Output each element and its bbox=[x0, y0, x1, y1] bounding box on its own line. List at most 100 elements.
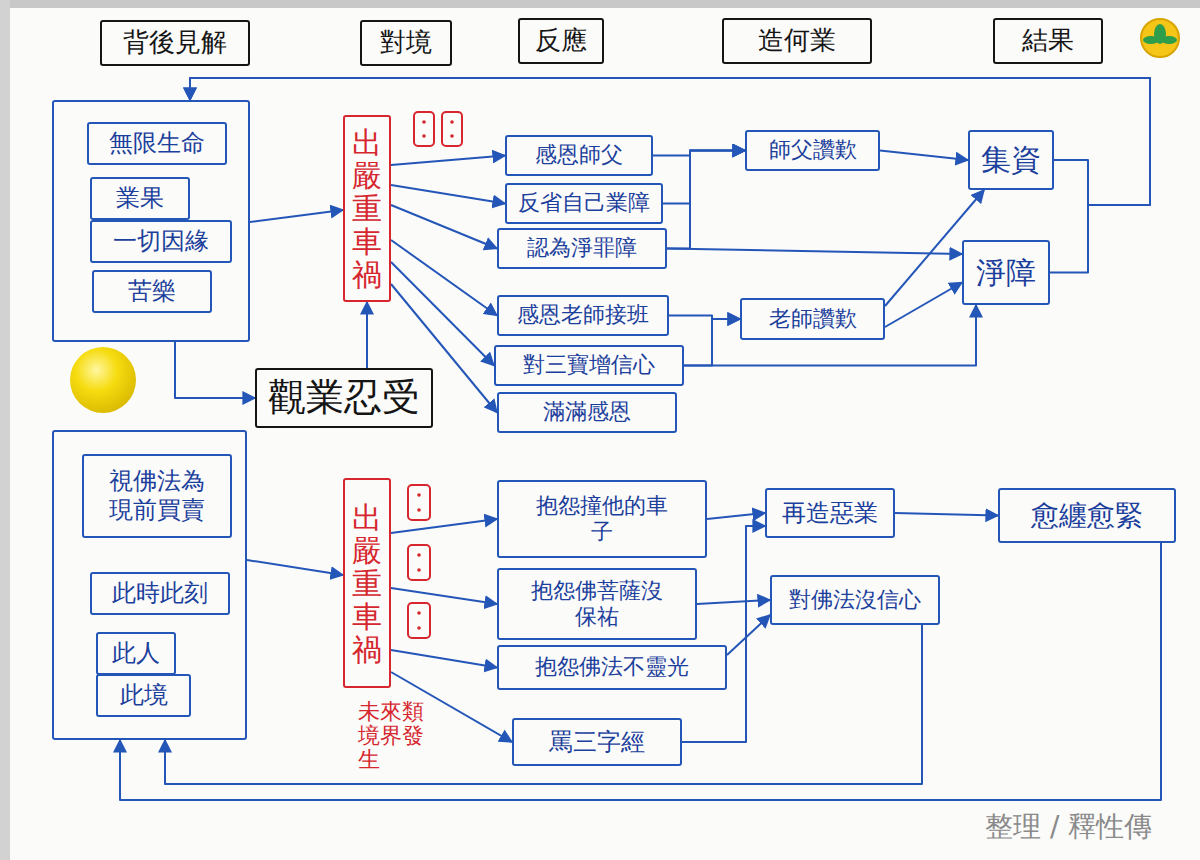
magnet bbox=[70, 347, 136, 413]
view-box: 苦樂 bbox=[92, 270, 212, 313]
node-text: 此境 bbox=[120, 681, 168, 710]
logo-petal bbox=[1143, 36, 1159, 44]
red-note: 未來類境界發生 bbox=[358, 700, 431, 773]
connector bbox=[120, 543, 1161, 800]
connector bbox=[707, 513, 765, 519]
node-text: 抱怨撞他的車子 bbox=[533, 493, 672, 546]
board-frame bbox=[0, 0, 10, 860]
red-dot bbox=[417, 508, 421, 512]
view-box: 此人 bbox=[96, 632, 176, 675]
node-text: 對三寶增信心 bbox=[523, 352, 655, 378]
node-text: 出嚴重車禍 bbox=[352, 126, 382, 291]
event-box: 出嚴重車禍 bbox=[343, 478, 391, 688]
node-text: 感恩師父 bbox=[535, 142, 623, 168]
node-text: 視佛法為現前買賣 bbox=[105, 467, 208, 525]
connector bbox=[391, 185, 505, 204]
node-text: 對佛法沒信心 bbox=[789, 587, 921, 613]
column-header: 造何業 bbox=[722, 18, 872, 64]
practice-box: 觀業忍受 bbox=[255, 368, 433, 428]
node-text: 對境 bbox=[380, 27, 432, 58]
reaction-box: 抱怨佛法不靈光 bbox=[497, 645, 727, 690]
red-mark bbox=[408, 603, 430, 638]
result-box: 淨障 bbox=[962, 240, 1050, 305]
node-text: 觀業忍受 bbox=[268, 375, 420, 421]
karma-box: 對佛法沒信心 bbox=[770, 575, 940, 625]
connector bbox=[727, 615, 770, 655]
node-text: 結果 bbox=[1022, 25, 1074, 56]
connector bbox=[667, 249, 962, 255]
reaction-box: 感恩老師接班 bbox=[497, 295, 669, 336]
connector bbox=[165, 625, 922, 784]
connector bbox=[667, 151, 745, 249]
red-dot bbox=[450, 120, 454, 124]
node-text: 老師讚歎 bbox=[769, 306, 857, 332]
column-header: 背後見解 bbox=[100, 20, 250, 66]
karma-box: 再造惡業 bbox=[765, 488, 895, 538]
node-text: 背後見解 bbox=[123, 27, 227, 58]
connector bbox=[391, 519, 497, 533]
red-dot bbox=[422, 120, 426, 124]
view-box: 無限生命 bbox=[87, 122, 227, 165]
view-group-box: 視佛法為現前買賣此時此刻此人此境 bbox=[52, 430, 247, 740]
view-box: 此時此刻 bbox=[90, 572, 230, 615]
connector bbox=[684, 319, 740, 366]
result-box: 集資 bbox=[968, 130, 1054, 190]
node-text: 淨障 bbox=[976, 255, 1036, 291]
node-text: 業果 bbox=[116, 184, 164, 213]
red-dot bbox=[417, 568, 421, 572]
karma-box: 老師讚歎 bbox=[740, 298, 885, 340]
watermark: 整理 / 釋性傳 bbox=[985, 812, 1152, 843]
red-dot bbox=[417, 611, 421, 615]
node-text: 出嚴重車禍 bbox=[352, 501, 382, 666]
reaction-box: 罵三字經 bbox=[512, 718, 682, 766]
node-text: 造何業 bbox=[758, 25, 836, 56]
connector bbox=[885, 283, 962, 328]
node-text: 一切因緣 bbox=[113, 227, 209, 256]
node-text: 愈纏愈緊 bbox=[1031, 499, 1143, 533]
view-box: 業果 bbox=[90, 177, 190, 220]
red-dot bbox=[417, 493, 421, 497]
view-group-box: 無限生命業果一切因緣苦樂 bbox=[52, 100, 250, 342]
connector bbox=[391, 650, 497, 668]
view-box: 一切因緣 bbox=[90, 220, 232, 263]
connector bbox=[880, 151, 968, 161]
board-frame bbox=[0, 0, 1200, 8]
connector bbox=[391, 262, 494, 366]
node-text: 滿滿感恩 bbox=[543, 399, 631, 425]
event-box: 出嚴重車禍 bbox=[343, 115, 391, 302]
connector bbox=[663, 151, 745, 204]
red-mark bbox=[408, 545, 430, 580]
red-dot bbox=[422, 134, 426, 138]
reaction-box: 感恩師父 bbox=[505, 135, 653, 176]
karma-box: 師父讚歎 bbox=[745, 130, 880, 171]
node-text: 感恩老師接班 bbox=[517, 302, 649, 328]
reaction-box: 對三寶增信心 bbox=[494, 345, 684, 386]
node-text: 認為淨罪障 bbox=[527, 235, 637, 261]
logo-disc bbox=[1141, 19, 1179, 57]
reaction-box: 滿滿感恩 bbox=[497, 392, 677, 433]
red-mark bbox=[442, 112, 462, 146]
connector bbox=[391, 156, 505, 166]
connector bbox=[366, 302, 368, 368]
reaction-box: 反省自己業障 bbox=[505, 183, 663, 224]
red-dot bbox=[417, 626, 421, 630]
node-text: 抱怨佛法不靈光 bbox=[535, 654, 689, 680]
result-box: 愈纏愈緊 bbox=[998, 488, 1176, 543]
logo-petal bbox=[1161, 36, 1177, 44]
node-text: 反應 bbox=[535, 25, 587, 56]
connector bbox=[250, 210, 343, 222]
logo bbox=[1141, 19, 1179, 57]
node-text: 無限生命 bbox=[109, 129, 205, 158]
column-header: 結果 bbox=[993, 18, 1103, 64]
connector bbox=[697, 600, 770, 604]
connector bbox=[247, 560, 343, 575]
reaction-box: 認為淨罪障 bbox=[497, 228, 667, 269]
node-text: 集資 bbox=[981, 142, 1041, 178]
connector bbox=[391, 205, 497, 249]
view-box: 視佛法為現前買賣 bbox=[82, 454, 232, 538]
node-text: 再造惡業 bbox=[782, 499, 878, 528]
node-text: 師父讚歎 bbox=[769, 137, 857, 163]
view-box: 此境 bbox=[96, 674, 191, 717]
node-text: 苦樂 bbox=[128, 277, 176, 306]
node-text: 此人 bbox=[112, 639, 160, 668]
